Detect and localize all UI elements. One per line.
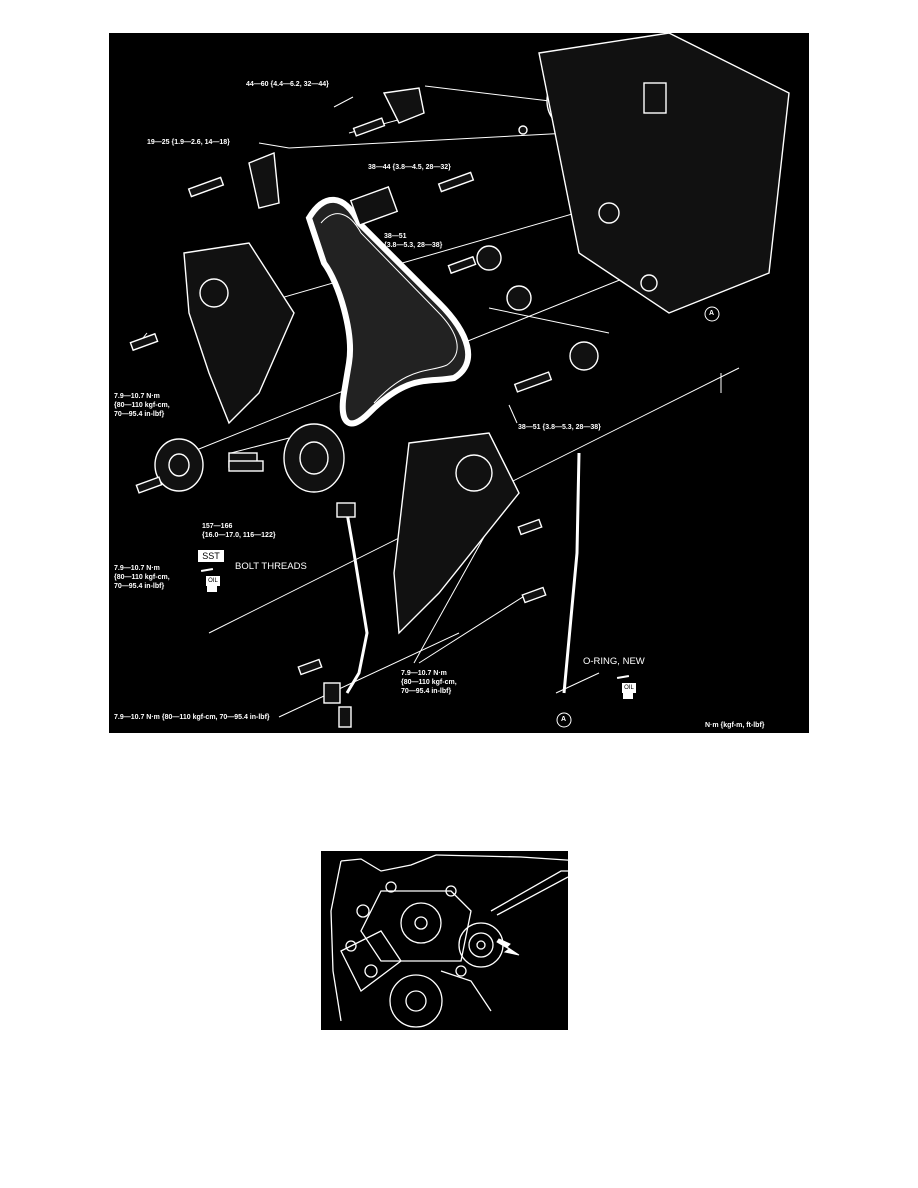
units-label: N·m {kgf-m, ft-lbf} (705, 722, 765, 729)
torque-label-upper-idler-1: 38—51 (384, 233, 407, 240)
tensioner-assembly (248, 87, 599, 371)
dipstick-tube (562, 452, 581, 694)
torque-label-upper-cover-1: 7.9—10.7 N·m (114, 393, 160, 400)
torque-label-pulley-3: 70—95.4 in-lbf} (114, 583, 165, 590)
torque-label-upper-idler-2: {3.8—5.3, 28—38} (384, 242, 443, 249)
torque-label-bottom: 7.9—10.7 N·m {80—110 kgf-cm, 70—95.4 in-… (114, 714, 270, 721)
torque-label-top-bolt: 44—60 {4.4—6.2, 32—44} (246, 81, 329, 88)
torque-label-upper-cover-2: {80—110 kgf-cm, (114, 402, 170, 409)
oil-can-icon-2: OIL (616, 674, 639, 702)
marker-a-circle-top (704, 306, 720, 322)
bolt-threads-label: BOLT THREADS (235, 561, 307, 572)
torque-label-lower-cover-1: 7.9—10.7 N·m (401, 670, 447, 677)
marker-a-bottom: A (561, 716, 567, 723)
idler-pulley-detail-figure (321, 851, 568, 1030)
torque-label-lower-cover-3: 70—95.4 in-lbf} (401, 688, 452, 695)
torque-label-lower-idler: 38—51 {3.8—5.3, 28—38} (518, 424, 601, 431)
torque-label-lower-cover-2: {80—110 kgf-cm, (401, 679, 457, 686)
upper-timing-cover (183, 242, 295, 425)
lower-timing-cover (393, 432, 520, 635)
diagram-artwork (129, 33, 790, 728)
torque-label-upper-cover-3: 70—95.4 in-lbf} (114, 411, 165, 418)
torque-label-left-bolt: 19—25 {1.9—2.6, 14—18} (147, 139, 230, 146)
arrow-icon (496, 938, 520, 956)
camshaft-pulleys (538, 33, 790, 314)
torque-label-pulley-1: 7.9—10.7 N·m (114, 565, 160, 572)
crankshaft-pulley (154, 423, 345, 493)
oring-label: O-RING, NEW (583, 656, 645, 667)
torque-label-crank-bolt-2: {16.0—17.0, 116—122} (202, 532, 276, 539)
torque-label-tensioner: 38—44 {3.8—4.5, 28—32} (368, 164, 451, 171)
detail-artwork (330, 854, 568, 1028)
bolts (129, 117, 553, 728)
oil-can-icon: OIL (200, 567, 221, 593)
torque-label-crank-bolt-1: 157—166 (202, 523, 233, 530)
sst-box: SST (197, 549, 225, 563)
timing-belt-exploded-diagram: 44—60 {4.4—6.2, 32—44} 19—25 {1.9—2.6, 1… (109, 33, 809, 733)
marker-a-circle-bottom (556, 712, 572, 728)
torque-label-pulley-2: {80—110 kgf-cm, (114, 574, 170, 581)
marker-a-top: A (709, 310, 715, 317)
crank-sensor-harness (345, 512, 369, 694)
